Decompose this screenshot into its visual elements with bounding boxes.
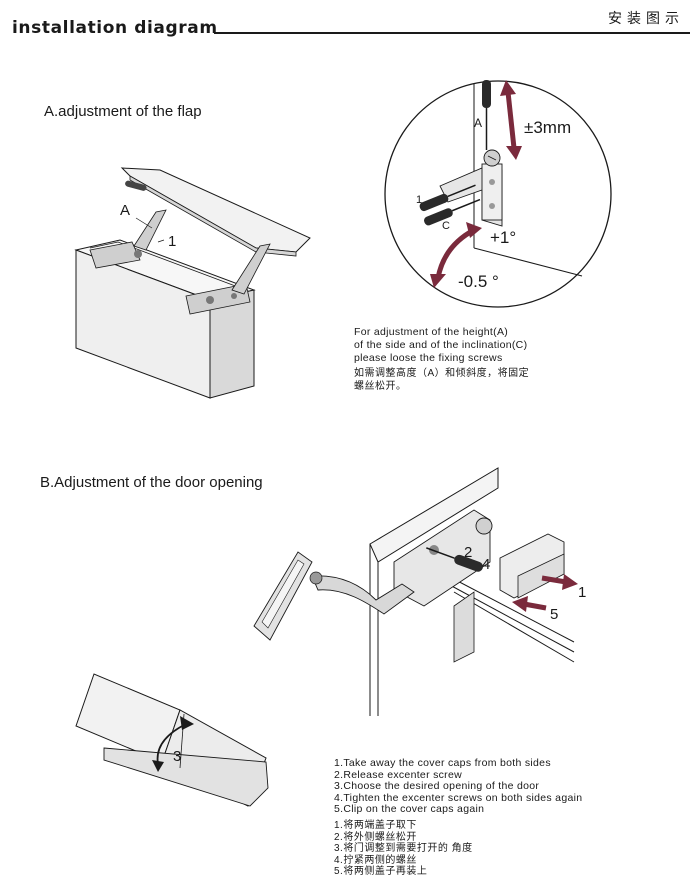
step-item: 1.Take away the cover caps from both sid… — [334, 757, 551, 769]
note-line: please loose the fixing screws — [354, 352, 503, 364]
label-1-cover: 1 — [578, 584, 587, 601]
section-b-heading: B.Adjustment of the door opening — [40, 474, 263, 491]
label-4: 4 — [482, 556, 491, 573]
detail-label-1: 1 — [416, 194, 423, 206]
note-english: For adjustment of the height(A) of the s… — [354, 326, 527, 365]
detail-label-a: A — [474, 116, 483, 130]
label-2: 2 — [464, 544, 473, 561]
door-opening-illustration — [253, 467, 578, 716]
detail-label-c: C — [442, 220, 450, 232]
section-a-heading: A.adjustment of the flap — [44, 103, 202, 120]
label-1: 1 — [168, 233, 177, 250]
step-item: 4.拧紧两侧的螺丝 — [334, 854, 417, 866]
note-line: of the side and of the inclination(C) — [354, 339, 528, 351]
page-title-chinese: 安装图示 — [608, 10, 684, 26]
note-line: 螺丝松开。 — [354, 380, 407, 392]
label-a: A — [120, 202, 131, 219]
incline-plus-label: +1° — [490, 228, 517, 247]
step-item: 4.Tighten the excenter screws on both si… — [334, 791, 583, 804]
hinge-detail-circle — [384, 80, 612, 308]
page-title: installation diagram — [12, 18, 218, 38]
height-range-label: ±3mm — [524, 118, 572, 137]
note-line: For adjustment of the height(A) — [354, 326, 509, 338]
note-line: 如需调整高度（A）和倾斜度，将固定 — [354, 368, 530, 379]
label-5-cover: 5 — [550, 606, 559, 623]
step-item: 5.将两侧盖子再装上 — [334, 866, 428, 878]
step-item: 1.将两端盖子取下 — [334, 820, 417, 831]
step-item: 5.Clip on the cover caps again — [334, 803, 485, 816]
steps-chinese: 1.将两端盖子取下 2.将外侧螺丝松开 3.将门调整到需要打开的 角度 4.拧紧… — [334, 820, 473, 878]
label-3: 3 — [173, 748, 182, 765]
header-rule — [214, 32, 690, 34]
steps-english: 1.Take away the cover caps from both sid… — [334, 757, 583, 816]
step-item: 2.Release excenter screw — [334, 768, 463, 781]
door-angle-illustration — [75, 673, 269, 807]
step-item: 3.将门调整到需要打开的 角度 — [334, 843, 473, 855]
step-item: 2.将外侧螺丝松开 — [334, 831, 417, 843]
incline-minus-label: -0.5 ° — [458, 272, 499, 291]
cabinet-flap-illustration — [74, 167, 311, 399]
step-item: 3.Choose the desired opening of the door — [334, 780, 540, 793]
note-chinese: 如需调整高度（A）和倾斜度，将固定 螺丝松开。 — [354, 368, 529, 393]
